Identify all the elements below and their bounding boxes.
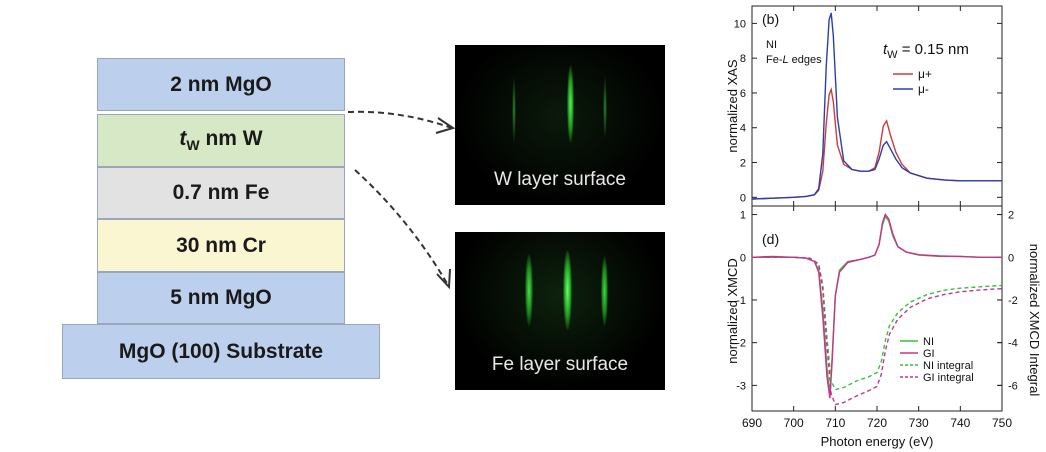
y-tick-label: 0	[740, 252, 746, 264]
layer-w: tW nm W	[97, 114, 345, 167]
layer-mgo-buffer: 5 nm MgO	[97, 272, 345, 324]
x-tick-label: 700	[784, 416, 804, 430]
legend-label: μ-	[918, 82, 929, 96]
series-line-gi-d	[751, 213, 1002, 399]
y-right-tick-label: 0	[1008, 252, 1014, 264]
layer-mgo-buffer-label: 5 nm MgO	[170, 286, 272, 309]
x-tick-label: 750	[992, 416, 1012, 430]
rheed-streak	[525, 254, 533, 326]
y-right-tick-label: -6	[1008, 380, 1018, 392]
legend-label: μ+	[918, 67, 932, 81]
layer-mgo-cap-label: 2 nm MgO	[170, 72, 272, 96]
panel-d-ylabel-right: normalized XMCD Integral	[1027, 244, 1042, 397]
rheed-streak	[603, 75, 607, 140]
panel-b-edge: Fe-L edges	[766, 54, 822, 66]
rheed-streak	[563, 250, 572, 330]
rheed-caption-fe: Fe layer surface	[491, 354, 629, 375]
x-tick-label: 740	[950, 416, 970, 430]
y-tick-label: 4	[740, 123, 746, 135]
layer-substrate-label: MgO (100) Substrate	[118, 339, 324, 363]
panel-b-legend: μ+μ-	[893, 67, 932, 96]
y-right-tick-label: -4	[1008, 338, 1018, 350]
panel-d-xlabel: Photon energy (eV)	[821, 434, 934, 449]
layer-mgo-cap: 2 nm MgO	[97, 58, 345, 111]
panel-b-ylabel: normalized XAS	[725, 59, 740, 153]
series-line---b	[751, 12, 1002, 200]
y-tick-label: 10	[734, 18, 746, 30]
panel-d-ylabel: normalized XMCD	[725, 258, 740, 363]
legend-label: NI integral	[923, 360, 973, 372]
layer-cr-label: 30 nm Cr	[176, 233, 266, 257]
y-tick-label: -3	[736, 380, 746, 392]
legend-label: GI	[923, 348, 935, 360]
panel-b-thickness: tW = 0.15 nm	[883, 41, 969, 61]
series-line---b	[751, 86, 1002, 200]
y-right-tick-label: 2	[1008, 210, 1014, 222]
legend-label: GI integral	[923, 372, 974, 384]
layer-fe: 0.7 nm Fe	[97, 167, 345, 219]
panel-d-label: (d)	[762, 231, 779, 247]
layer-cr: 30 nm Cr	[97, 219, 345, 272]
y-tick-label: 2	[740, 158, 746, 170]
layer-substrate: MgO (100) Substrate	[62, 324, 380, 379]
panel-b-frame	[751, 5, 1003, 207]
rheed-image-fe-surface: Fe layer surface	[455, 232, 665, 390]
panel-b-label: (b)	[762, 11, 779, 27]
rheed-streak	[512, 75, 516, 145]
x-tick-label: 690	[742, 416, 762, 430]
x-tick-label: 730	[909, 416, 929, 430]
rheed-streak	[567, 65, 574, 143]
panel-b-mode: NI	[766, 39, 777, 51]
x-tick-label: 710	[825, 416, 845, 430]
layer-w-label: tW nm W	[179, 127, 263, 154]
x-tick-label: 720	[867, 416, 887, 430]
y-right-tick-label: -2	[1008, 295, 1018, 307]
y-tick-label: -2	[736, 338, 746, 350]
y-tick-label: 1	[740, 210, 746, 222]
layer-fe-label: 0.7 nm Fe	[172, 181, 270, 204]
y-tick-label: 8	[740, 53, 746, 65]
rheed-image-w-surface: W layer surface	[455, 45, 665, 205]
y-tick-label: -1	[736, 295, 746, 307]
rheed-streak	[601, 256, 608, 326]
y-tick-label: 6	[740, 88, 746, 100]
series-line-gi-integral-d	[752, 256, 1003, 406]
layer-stack-diagram: 2 nm MgO tW nm W 0.7 nm Fe 30 nm Cr 5 nm…	[0, 0, 440, 452]
y-tick-label: 0	[740, 192, 746, 204]
rheed-caption-w: W layer surface	[494, 169, 626, 190]
legend-label: NI	[923, 336, 934, 348]
